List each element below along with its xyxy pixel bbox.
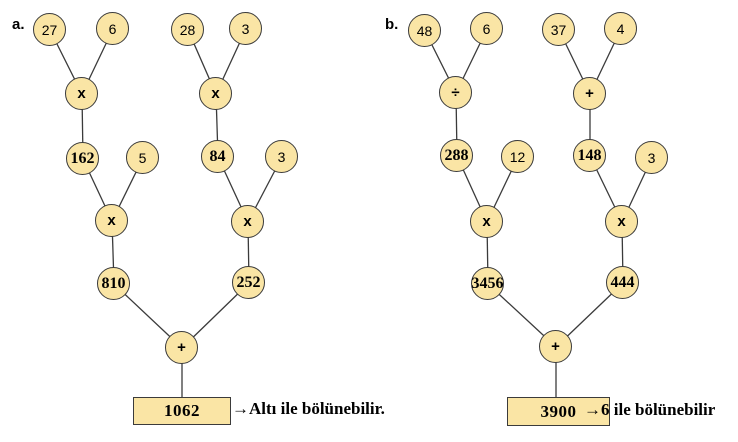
node-a-28: 28 [171, 13, 204, 46]
operator-plus-b1: + [573, 77, 606, 110]
node-b-288: 288 [440, 139, 473, 172]
operator-multiply-b2: x [605, 205, 638, 238]
node-b-3456: 3456 [471, 267, 504, 300]
node-a-252: 252 [232, 266, 265, 299]
node-a-3-top: 3 [229, 12, 262, 45]
result-box-b: 3900 [507, 397, 610, 426]
operator-multiply-a3: x [95, 204, 128, 237]
node-b-444: 444 [606, 266, 639, 299]
operator-multiply-a2: x [199, 77, 232, 110]
operator-plus-b2: + [539, 330, 572, 363]
annotation-a: →Altı ile bölünebilir. [232, 399, 385, 418]
node-a-84: 84 [201, 140, 234, 173]
operator-multiply-b1: x [470, 205, 503, 238]
node-a-27: 27 [33, 13, 66, 46]
node-a-5: 5 [126, 141, 159, 174]
operator-multiply-a1: x [65, 77, 98, 110]
part-label-a: a. [12, 16, 25, 33]
node-b-6: 6 [470, 12, 503, 45]
node-b-12: 12 [501, 140, 534, 173]
part-label-b: b. [385, 16, 399, 33]
node-a-6: 6 [96, 12, 129, 45]
operator-plus-a: + [165, 331, 198, 364]
node-b-48: 48 [408, 14, 441, 47]
operator-multiply-a4: x [231, 205, 264, 238]
node-b-148: 148 [573, 139, 606, 172]
result-box-a: 1062 [133, 397, 231, 425]
operator-divide-b: ÷ [439, 76, 472, 109]
node-a-3-mid: 3 [265, 140, 298, 173]
node-a-162: 162 [66, 142, 99, 175]
node-b-4: 4 [604, 12, 637, 45]
node-b-3: 3 [635, 141, 668, 174]
node-b-37: 37 [542, 13, 575, 46]
node-a-810: 810 [97, 267, 130, 300]
annotation-b: →6 ile bölünebilir [584, 400, 716, 419]
